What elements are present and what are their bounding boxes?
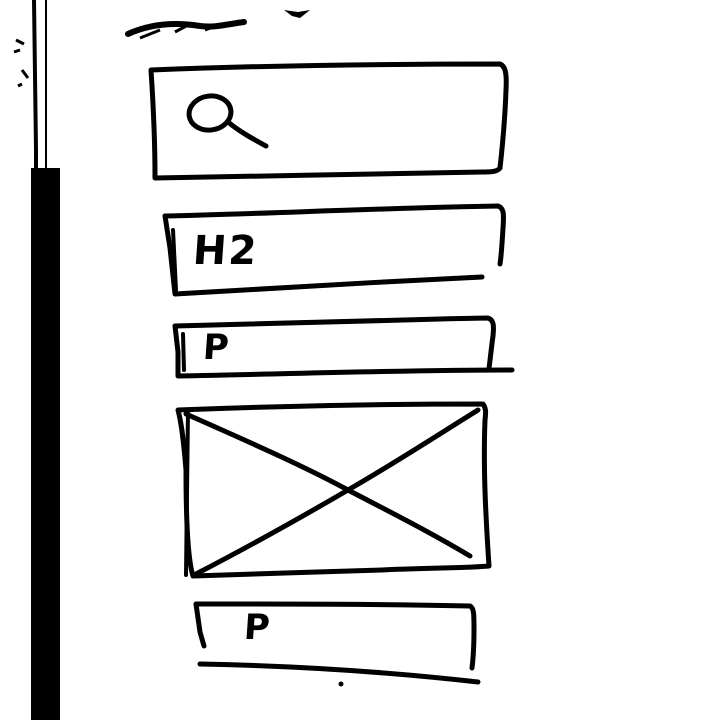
- paragraph-box-1: [172, 315, 515, 379]
- heading-label: H2: [191, 228, 260, 274]
- image-placeholder-cross: [183, 407, 481, 577]
- paragraph-box-2: [193, 601, 481, 685]
- paragraph-label-2: P: [242, 608, 272, 648]
- heading-box: [162, 203, 506, 297]
- top-smudge: [125, 10, 310, 40]
- search-box[interactable]: [148, 61, 509, 181]
- paragraph-label-1: P: [201, 328, 231, 368]
- search-icon: [186, 93, 269, 149]
- image-placeholder: [175, 401, 492, 579]
- ink-dot: [338, 681, 344, 687]
- page-edge: [13, 0, 60, 720]
